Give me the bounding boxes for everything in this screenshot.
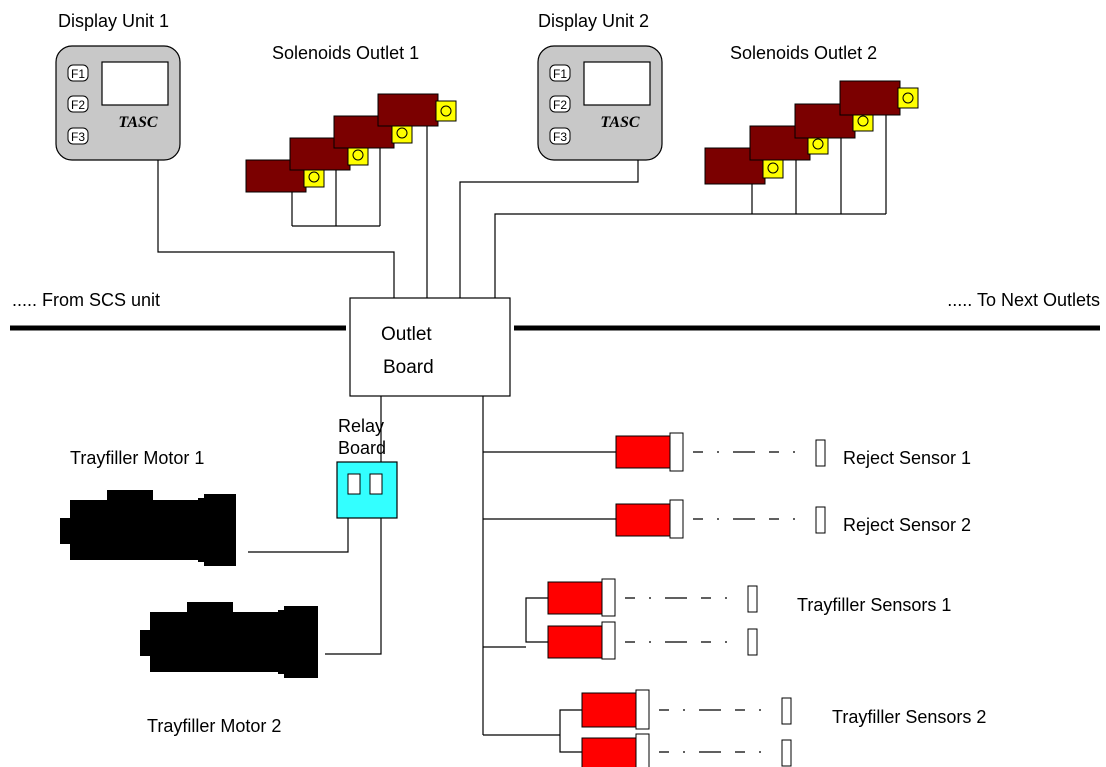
- solenoids-outlet-1: [245, 93, 457, 298]
- sensor-emitter: [615, 435, 673, 469]
- sensor-emitter: [581, 692, 639, 728]
- trayfiller-sensors-2: Trayfiller Sensors 2: [483, 689, 986, 767]
- f2-key-label: F2: [553, 98, 567, 112]
- display-screen: [583, 61, 651, 106]
- sensor-reflector: [781, 739, 792, 767]
- f2-key-label: F2: [71, 98, 85, 112]
- trayfiller-motor-2: [140, 602, 318, 678]
- f3-key: [67, 127, 89, 145]
- solenoids-outlet-2: [494, 80, 919, 298]
- wire-display-1: [157, 160, 395, 298]
- sensor-reflector: [815, 439, 826, 467]
- display-unit-2: F1 F2 F3 TASC: [537, 45, 663, 161]
- tasc-brand: TASC: [118, 114, 157, 131]
- solenoid: [333, 115, 413, 149]
- sensor-emitter: [547, 581, 605, 615]
- sensor-lens: [601, 578, 616, 617]
- outlet-board-label-line2: Board: [383, 357, 434, 378]
- tasc-brand: TASC: [600, 114, 639, 131]
- relay-board: [336, 461, 398, 519]
- wire-relay-to-motor-1: [248, 518, 349, 553]
- f3-key: [549, 127, 571, 145]
- f1-key: [549, 64, 571, 82]
- reject-sensor-1: Reject Sensor 1: [483, 432, 971, 472]
- display-unit-2-label: Display Unit 2: [538, 11, 649, 31]
- sensor-lens: [669, 499, 684, 539]
- relay-board-label-line2: Board: [338, 438, 386, 458]
- sensor-emitter: [581, 737, 639, 767]
- outlet-board: Outlet Board: [349, 297, 511, 397]
- to-next-outlets-label: ..... To Next Outlets: [947, 290, 1100, 310]
- f1-key-label: F1: [71, 67, 85, 81]
- reject-sensor-2: Reject Sensor 2: [483, 499, 971, 539]
- sensor-reflector: [781, 697, 792, 725]
- solenoid: [377, 93, 457, 127]
- sensor-reflector: [747, 585, 758, 613]
- sensor-lens: [601, 621, 616, 660]
- sensor-lens: [635, 689, 650, 730]
- display-unit-1: F1 F2 F3 TASC: [55, 45, 181, 161]
- relay: [369, 473, 383, 495]
- outlet-board-box: [349, 297, 511, 397]
- reject-sensor-2-label: Reject Sensor 2: [843, 515, 971, 535]
- trayfiller-sensors-1-label: Trayfiller Sensors 1: [797, 595, 951, 615]
- sensor-lens: [635, 733, 650, 767]
- outlet-board-label-line1: Outlet: [381, 324, 432, 345]
- trayfiller-sensors-1: Trayfiller Sensors 1: [483, 578, 951, 660]
- sensor-reflector: [815, 506, 826, 534]
- relay-board-label-line1: Relay: [338, 416, 384, 436]
- f3-key-label: F3: [553, 130, 567, 144]
- relay: [347, 473, 361, 495]
- trayfiller-motor-2-label: Trayfiller Motor 2: [147, 716, 281, 736]
- solenoids-outlet-1-label: Solenoids Outlet 1: [272, 43, 419, 63]
- wire-display-2: [459, 160, 639, 298]
- trayfiller-motor-1: [60, 490, 236, 566]
- f3-key-label: F3: [71, 130, 85, 144]
- sensor-reflector: [747, 628, 758, 656]
- wire-relay-to-motor-2: [325, 518, 382, 655]
- f2-key: [67, 95, 89, 113]
- solenoid: [245, 159, 325, 193]
- sensor-lens: [669, 432, 684, 472]
- solenoid: [839, 80, 919, 116]
- f2-key: [549, 95, 571, 113]
- from-scs-label: ..... From SCS unit: [12, 290, 160, 310]
- solenoids-outlet-2-label: Solenoids Outlet 2: [730, 43, 877, 63]
- sensor-emitter: [615, 503, 673, 537]
- display-unit-1-label: Display Unit 1: [58, 11, 169, 31]
- sensor-emitter: [547, 625, 605, 659]
- reject-sensor-1-label: Reject Sensor 1: [843, 448, 971, 468]
- display-screen: [101, 61, 169, 106]
- f1-key: [67, 64, 89, 82]
- f1-key-label: F1: [553, 67, 567, 81]
- trayfiller-sensors-2-label: Trayfiller Sensors 2: [832, 707, 986, 727]
- trayfiller-motor-1-label: Trayfiller Motor 1: [70, 448, 204, 468]
